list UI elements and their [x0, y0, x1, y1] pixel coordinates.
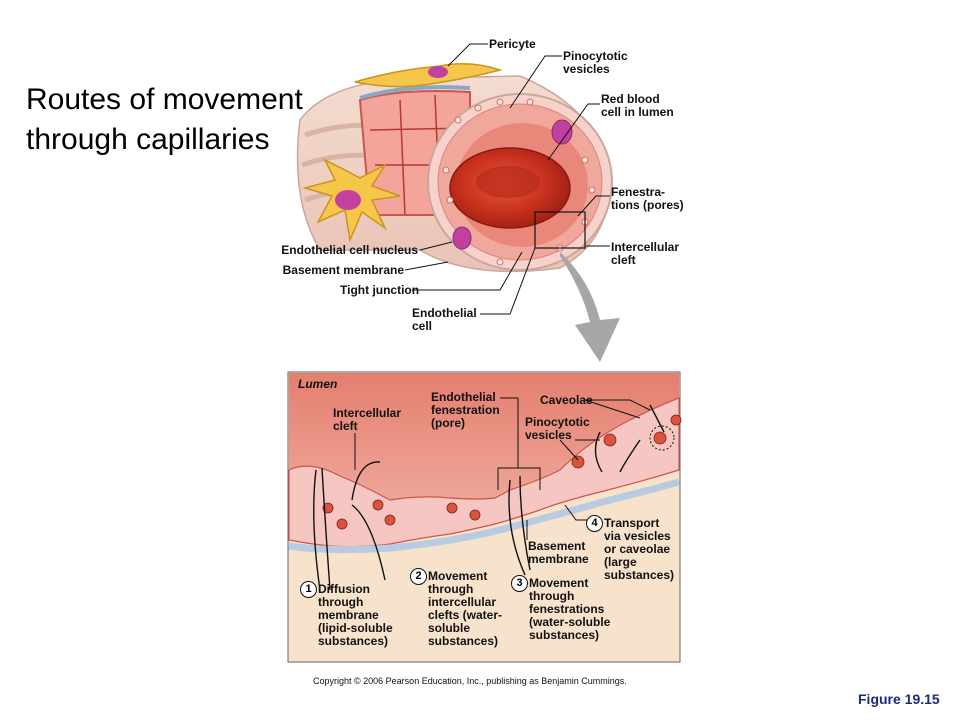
label-tight-junction: Tight junction [340, 283, 420, 297]
zoom-box [534, 211, 586, 249]
label-endothelial-fenestration: Endothelial fenestration (pore) [431, 390, 500, 430]
label-step-4: Transport via vesicles or caveolae (larg… [604, 516, 675, 582]
title-line-1: Routes of movement [26, 83, 303, 116]
label-basement-membrane: Basement membrane [282, 263, 404, 277]
leader-lines-top [404, 43, 610, 315]
label-detail-intercellular-cleft: Intercellular cleft [333, 406, 402, 433]
label-pericyte: Pericyte [489, 37, 536, 51]
step-1-number: 1 [300, 581, 317, 598]
label-detail-basement-membrane: Basement membrane [528, 539, 589, 566]
endothelial-nucleus [551, 119, 573, 145]
copyright-notice: Copyright © 2006 Pearson Education, Inc.… [313, 676, 627, 686]
label-pinocytotic-vesicles: Pinocytotic vesicles [563, 49, 628, 76]
step-2-number: 2 [410, 568, 427, 585]
label-step-1: Diffusion through membrane (lipid-solubl… [318, 582, 393, 648]
detail-panel [287, 371, 682, 663]
label-endothelial-cell: Endothelial cell [412, 306, 477, 333]
slide-title: Routes of movement through capillaries [26, 80, 303, 160]
figure-number: Figure 19.15 [858, 691, 940, 707]
basement-membrane-band [288, 478, 680, 554]
label-endothelial-nucleus: Endothelial cell nucleus [281, 243, 418, 257]
step-4-number: 4 [586, 515, 603, 532]
capillary-cutaway [296, 63, 620, 362]
label-step-3: Movement through fenestrations (water-so… [529, 576, 611, 642]
label-intercellular-cleft: Intercellular cleft [611, 240, 680, 267]
label-lumen: Lumen [298, 377, 338, 391]
label-step-2: Movement through intercellular clefts (w… [428, 569, 503, 648]
title-line-2: through capillaries [26, 123, 270, 156]
label-fenestrations: Fenestra- tions (pores) [611, 185, 684, 212]
endothelial-layer [288, 397, 680, 548]
zoom-arrow [560, 252, 620, 362]
label-detail-pinocytotic-vesicles: Pinocytotic vesicles [525, 415, 590, 442]
pericyte [354, 63, 503, 88]
step-3-number: 3 [511, 575, 528, 592]
label-caveolae: Caveolae [540, 393, 593, 407]
label-red-blood-cell: Red blood cell in lumen [601, 92, 674, 119]
